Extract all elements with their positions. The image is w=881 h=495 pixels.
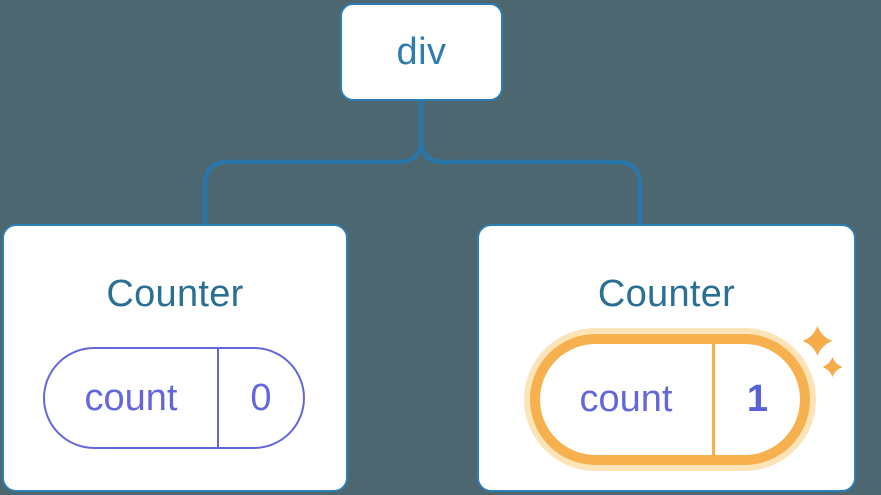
counter-card-right: Counter count 1 (477, 224, 856, 492)
state-pill: count 0 (43, 347, 305, 449)
connector-left-branch (202, 101, 424, 224)
state-pill-highlighted: count 1 (530, 334, 810, 465)
component-title: Counter (106, 273, 244, 315)
connector-right-branch (418, 101, 643, 224)
counter-card-left: Counter count 0 (2, 224, 348, 492)
state-name: count (579, 378, 673, 420)
state-value: 0 (217, 349, 303, 447)
state-name: count (84, 376, 178, 419)
state-value: 1 (712, 344, 800, 455)
root-node-label: div (396, 30, 447, 73)
root-node-div: div (340, 3, 503, 101)
component-title: Counter (597, 273, 736, 315)
